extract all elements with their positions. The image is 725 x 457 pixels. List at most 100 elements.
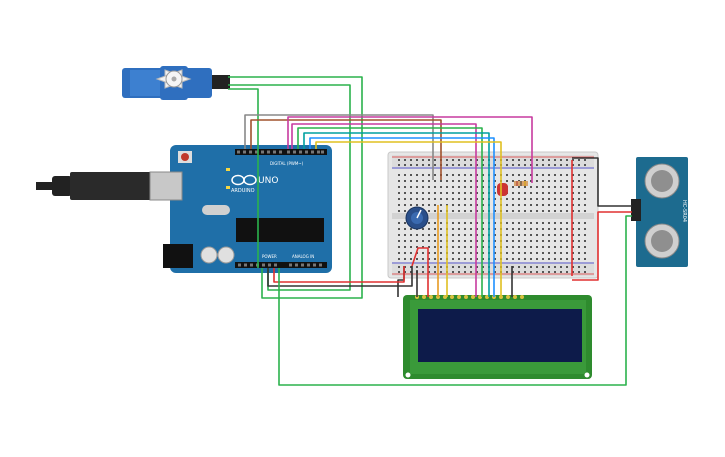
reset-button[interactable]	[181, 153, 189, 161]
breadboard-hole	[494, 258, 496, 260]
sensor-model-label: HC-SR04	[681, 200, 687, 222]
breadboard-hole	[428, 234, 430, 236]
breadboard-hole	[440, 228, 442, 230]
breadboard-hole	[524, 164, 526, 166]
breadboard-hole	[452, 159, 454, 161]
breadboard-hole	[476, 204, 478, 206]
breadboard-hole	[572, 164, 574, 166]
breadboard-hole	[482, 240, 484, 242]
breadboard-hole	[476, 164, 478, 166]
potentiometer[interactable]	[405, 206, 429, 230]
breadboard-hole	[566, 271, 568, 273]
breadboard-hole	[440, 240, 442, 242]
breadboard-hole	[512, 174, 514, 176]
wire-yellow-lcd	[315, 141, 502, 297]
breadboard-hole	[554, 252, 556, 254]
breadboard-hole	[506, 210, 508, 212]
led-resistor[interactable]	[497, 181, 528, 196]
breadboard-hole	[494, 222, 496, 224]
lcd-screen	[418, 309, 582, 362]
breadboard-hole	[548, 240, 550, 242]
wire-red-sensor	[572, 211, 632, 281]
breadboard-hole	[440, 266, 442, 268]
breadboard-hole	[578, 174, 580, 176]
breadboard-hole	[470, 180, 472, 182]
breadboard-hole	[524, 266, 526, 268]
breadboard-hole	[548, 258, 550, 260]
lcd-16x2[interactable]	[403, 295, 592, 379]
breadboard-hole	[554, 198, 556, 200]
breadboard-hole	[494, 180, 496, 182]
breadboard-hole	[446, 198, 448, 200]
breadboard-hole	[572, 192, 574, 194]
breadboard-hole	[452, 228, 454, 230]
breadboard-hole	[410, 186, 412, 188]
breadboard-hole	[416, 192, 418, 194]
breadboard-hole	[404, 192, 406, 194]
breadboard-hole	[482, 180, 484, 182]
breadboard-hole	[398, 180, 400, 182]
breadboard-hole	[410, 246, 412, 248]
breadboard-hole	[572, 240, 574, 242]
breadboard-hole	[542, 240, 544, 242]
breadboard-hole	[428, 228, 430, 230]
breadboard-hole	[524, 240, 526, 242]
breadboard-hole	[428, 180, 430, 182]
breadboard-hole	[506, 240, 508, 242]
breadboard-hole	[584, 258, 586, 260]
breadboard-hole	[524, 174, 526, 176]
breadboard-hole	[464, 192, 466, 194]
red-led[interactable]	[497, 183, 508, 196]
breadboard-hole	[410, 228, 412, 230]
breadboard-hole	[476, 210, 478, 212]
breadboard-hole	[578, 186, 580, 188]
breadboard-hole	[404, 180, 406, 182]
breadboard-hole	[518, 186, 520, 188]
breadboard-hole	[452, 204, 454, 206]
breadboard-hole	[410, 180, 412, 182]
servo-motor[interactable]	[122, 66, 230, 100]
breadboard-hole	[398, 246, 400, 248]
breadboard-hole	[536, 198, 538, 200]
breadboard-hole	[452, 240, 454, 242]
breadboard-hole	[476, 258, 478, 260]
breadboard-hole	[506, 258, 508, 260]
ultrasonic-sensor[interactable]: HC-SR04	[631, 157, 688, 267]
breadboard-hole	[524, 159, 526, 161]
breadboard-hole	[512, 210, 514, 212]
breadboard-hole	[542, 246, 544, 248]
breadboard-hole	[434, 271, 436, 273]
breadboard-hole	[530, 271, 532, 273]
breadboard-hole	[542, 159, 544, 161]
breadboard-hole	[536, 234, 538, 236]
breadboard-hole	[566, 159, 568, 161]
breadboard-hole	[542, 252, 544, 254]
breadboard-hole	[422, 252, 424, 254]
breadboard-hole	[542, 266, 544, 268]
breadboard-hole	[554, 174, 556, 176]
breadboard-hole	[470, 240, 472, 242]
breadboard-hole	[560, 174, 562, 176]
breadboard-hole	[476, 159, 478, 161]
breadboard-hole	[416, 174, 418, 176]
breadboard-hole	[416, 258, 418, 260]
breadboard-hole	[572, 222, 574, 224]
breadboard-hole	[470, 186, 472, 188]
breadboard-hole	[554, 240, 556, 242]
wire-blue	[309, 137, 495, 297]
breadboard-hole	[482, 186, 484, 188]
breadboard-hole	[434, 174, 436, 176]
breadboard-hole	[476, 186, 478, 188]
breadboard-hole	[440, 258, 442, 260]
wire-brown	[250, 119, 442, 180]
breadboard-hole	[536, 204, 538, 206]
breadboard-hole	[560, 240, 562, 242]
arduino-uno-board[interactable]: ARDUINO UNO DIGITAL (PWM~) POWER ANALOG …	[149, 145, 332, 273]
breadboard-hole	[512, 198, 514, 200]
breadboard-hole	[512, 228, 514, 230]
breadboard-hole	[446, 180, 448, 182]
breadboard-hole	[578, 234, 580, 236]
breadboard-hole	[548, 204, 550, 206]
breadboard-hole	[434, 198, 436, 200]
breadboard-hole	[440, 271, 442, 273]
